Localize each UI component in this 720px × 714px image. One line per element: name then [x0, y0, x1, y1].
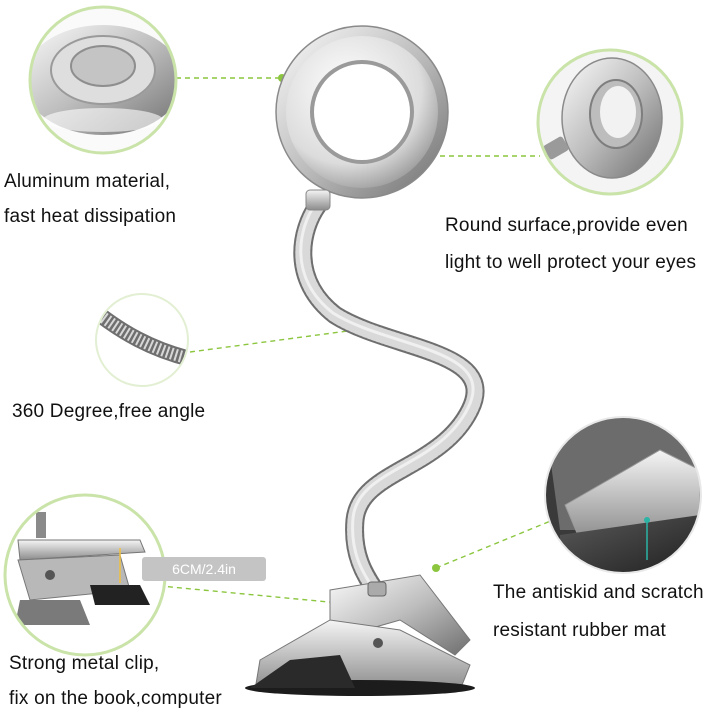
ring-lamp-head [275, 25, 449, 211]
aluminum-caption-line1: Aluminum material, [4, 171, 171, 192]
clip-opening-closeup [3, 493, 167, 657]
rubber-mat-closeup [544, 416, 702, 574]
clip-caption-line1: Strong metal clip, [9, 653, 160, 674]
mat-caption-line2: resistant rubber mat [493, 620, 666, 641]
clip-body [245, 574, 475, 696]
clip-opening-badge: 6CM/2.4in [142, 557, 266, 581]
clip-caption-line2: fix on the book,computer [9, 688, 222, 709]
round-caption-line1: Round surface,provide even [445, 215, 688, 236]
svg-text:6CM/2.4in: 6CM/2.4in [172, 561, 236, 577]
round-caption-line2: light to well protect your eyes [445, 252, 697, 273]
angle-caption: 360 Degree,free angle [12, 401, 206, 422]
round-surface-closeup [536, 48, 684, 196]
aluminum-caption-line2: fast heat dissipation [4, 206, 177, 227]
leader-lines [149, 77, 554, 606]
gooseneck-closeup [95, 293, 189, 387]
gooseneck-arm [293, 195, 485, 600]
mat-caption-line1: The antiskid and scratch [493, 582, 704, 603]
aluminum-closeup [28, 5, 178, 155]
